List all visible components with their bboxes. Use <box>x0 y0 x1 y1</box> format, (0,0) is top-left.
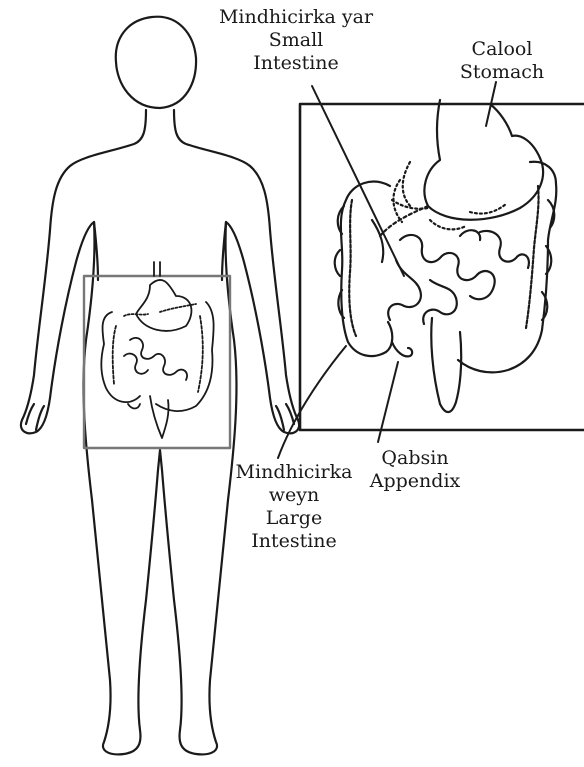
rectum <box>431 318 461 412</box>
enlarged-intestines <box>278 82 556 458</box>
label-stomach-line2: Stomach <box>452 61 552 84</box>
label-appendix: Qabsin Appendix <box>350 447 480 493</box>
label-small-intestine-line2: Small <box>200 29 392 52</box>
mini-intestines <box>101 262 213 438</box>
appendix <box>392 342 412 356</box>
leader-large-intestine <box>278 346 346 458</box>
stomach-shape <box>424 100 543 220</box>
label-large-intestine-line2: weyn <box>224 484 364 507</box>
label-large-intestine-line1: Mindhicirka <box>224 461 364 484</box>
label-large-intestine: Mindhicirka weyn Large Intestine <box>224 461 364 553</box>
label-appendix-line1: Qabsin <box>350 447 480 470</box>
leader-small-intestine <box>312 86 404 276</box>
label-small-intestine: Mindhicirka yar Small Intestine <box>200 6 392 75</box>
label-large-intestine-line3: Large <box>224 507 364 530</box>
label-stomach: Calool Stomach <box>452 38 552 84</box>
label-stomach-line1: Calool <box>452 38 552 61</box>
label-small-intestine-line3: Intestine <box>200 52 392 75</box>
label-small-intestine-line1: Mindhicirka yar <box>200 6 392 29</box>
body-outline <box>21 17 299 755</box>
label-large-intestine-line4: Intestine <box>224 530 364 553</box>
label-appendix-line2: Appendix <box>350 470 480 493</box>
small-intestine-loops <box>372 220 529 324</box>
colon-outline <box>341 162 556 373</box>
